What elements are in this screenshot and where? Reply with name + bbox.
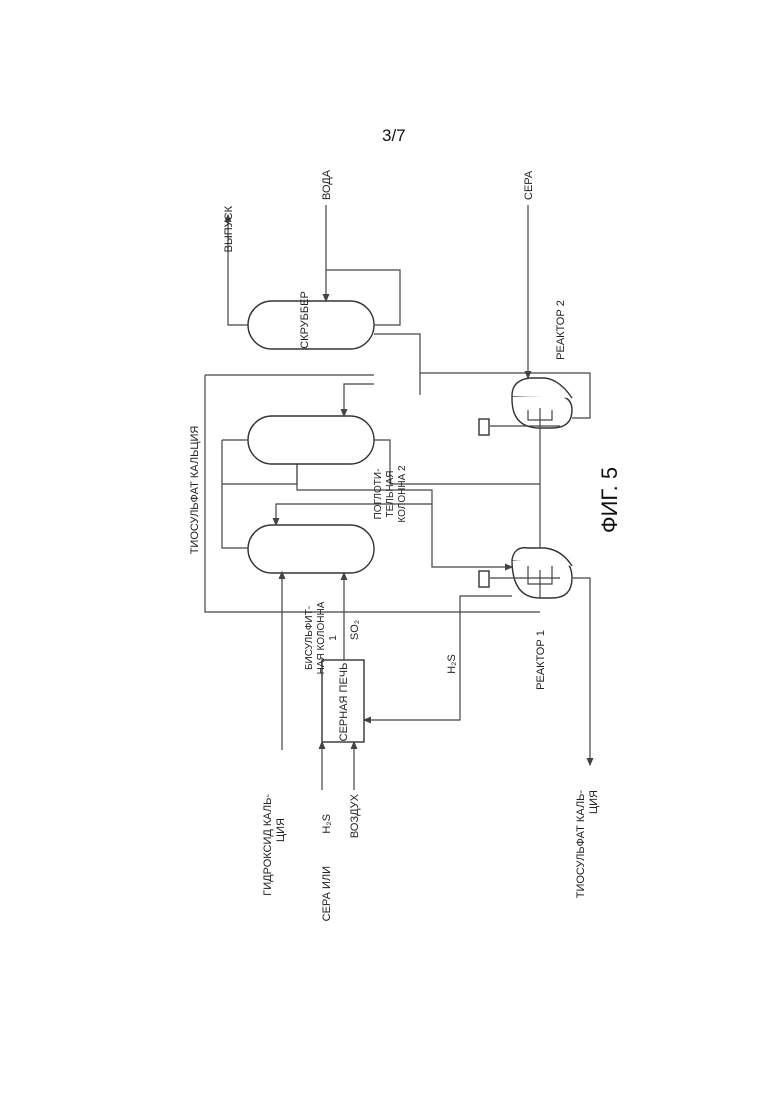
recycle-to-bisulfite-line: [276, 504, 432, 525]
reactor-1: [479, 548, 572, 598]
scrubber-label: СКРУББЕР: [299, 291, 311, 349]
reactor-2-label: РЕАКТОР 2: [555, 300, 567, 360]
left-bus-link: [222, 440, 248, 548]
reactor-2-motor: [479, 419, 489, 435]
vent-label: ВЫПУСК: [223, 205, 235, 252]
absorber-2-label-line2: ТЕЛЬНАЯ: [385, 470, 396, 517]
reactor-1-label: РЕАКТОР 1: [535, 630, 547, 690]
bisulfite-1-label-line3: 1: [328, 635, 339, 641]
h2s-line: [364, 596, 512, 720]
absorber-2-label-line1: ПОГЛОТИ-: [373, 469, 384, 520]
sulfur-or-h2s-label: H₂S: [321, 814, 333, 834]
bisulfite-1-label-line2: НАЯ КОЛОННА: [316, 601, 327, 674]
scrubber-to-absorber-line: [344, 384, 374, 416]
figure-caption: ФИГ. 5: [597, 467, 622, 533]
scrubber-vessel: [248, 301, 374, 349]
sulfur-or-h2s-formula: H₂S: [321, 814, 333, 834]
water-label: ВОДА: [321, 169, 333, 200]
reactor-1-motor: [479, 571, 489, 587]
product-label-line1: ТИОСУЛЬФАТ КАЛЬ-: [575, 790, 587, 899]
calcium-hydroxide-label-line2: ЦИЯ: [275, 818, 287, 842]
bisulfite-column-1-vessel: [248, 525, 374, 573]
air-label: ВОЗДУХ: [349, 793, 361, 838]
product-label-line2: ЦИЯ: [588, 790, 600, 814]
sulfur-top-label: СЕРА: [523, 170, 535, 200]
so2-label: SO₂: [349, 620, 361, 640]
sulfur-or-h2s-prefix: СЕРА ИЛИ: [321, 866, 333, 921]
product-line: [572, 578, 590, 765]
absorber-2-label-line3: КОЛОННА 2: [397, 465, 408, 523]
calcium-hydroxide-label-line1: ГИДРОКСИД КАЛЬ-: [262, 794, 274, 896]
absorber-to-bisulfite-line: [297, 464, 374, 490]
absorber-column-2-vessel: [248, 416, 374, 464]
reactor-2: [479, 378, 572, 440]
h2s-label: H₂S: [446, 654, 458, 674]
thiosulfate-recycle-label: ТИОСУЛЬФАТ КАЛЬЦИЯ: [189, 426, 201, 555]
absorber-bottom-link: [222, 464, 297, 484]
sulfur-furnace-label: СЕРНАЯ ПЕЧЬ: [338, 663, 350, 742]
bisulfite-1-label-line1: БИСУЛЬФИТ-: [304, 606, 315, 670]
